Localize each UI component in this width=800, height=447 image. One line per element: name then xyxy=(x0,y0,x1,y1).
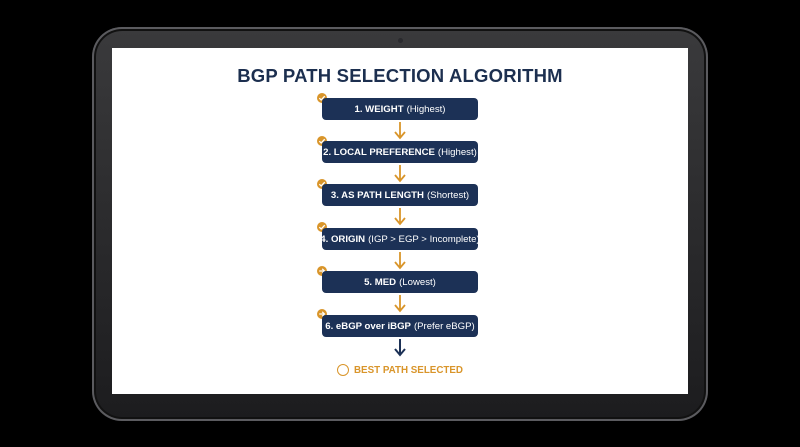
down-arrow-icon xyxy=(394,165,406,183)
down-arrow-icon xyxy=(394,339,406,357)
step-key: 3. AS PATH LENGTH xyxy=(330,189,424,201)
camera-dot xyxy=(398,38,403,43)
step-box-med: 5. MED (Lowest) xyxy=(322,271,478,293)
step-key: 5. MED xyxy=(364,276,397,288)
step-box-ebgp-over-ibgp: 6. eBGP over iBGP (Prefer eBGP) xyxy=(322,315,478,337)
down-arrow-icon xyxy=(394,208,406,226)
down-arrow-icon xyxy=(394,252,406,270)
step-detail: (Prefer eBGP) xyxy=(413,320,475,332)
circle-icon xyxy=(336,364,349,376)
step-box-local-preference: 2. LOCAL PREFERENCE (Highest) xyxy=(322,141,478,163)
step-detail: (Highest) xyxy=(437,146,477,158)
step-key: 1. WEIGHT xyxy=(354,103,404,115)
step-detail: (Shortest) xyxy=(426,189,470,201)
result-label: BEST PATH SELECTED xyxy=(112,364,688,376)
diagram-title: BGP PATH SELECTION ALGORITHM xyxy=(237,65,563,86)
step-box-as-path-length: 3. AS PATH LENGTH (Shortest) xyxy=(322,184,478,206)
step-detail: (Lowest) xyxy=(399,276,436,288)
result-text: BEST PATH SELECTED xyxy=(353,364,464,376)
step-key: 6. eBGP over iBGP xyxy=(325,320,411,332)
down-arrow-icon xyxy=(394,122,406,140)
screen: BGP PATH SELECTION ALGORITHM 1. WEIGHT (… xyxy=(112,48,688,394)
down-arrow-icon xyxy=(394,295,406,313)
step-key: 2. LOCAL PREFERENCE xyxy=(323,146,435,158)
step-key: 4. ORIGIN xyxy=(320,233,366,245)
step-box-weight: 1. WEIGHT (Highest) xyxy=(322,98,478,120)
step-box-origin: 4. ORIGIN (IGP > EGP > Incomplete) xyxy=(320,228,480,250)
step-detail: (Highest) xyxy=(406,103,446,115)
step-detail: (IGP > EGP > Incomplete) xyxy=(368,233,480,245)
